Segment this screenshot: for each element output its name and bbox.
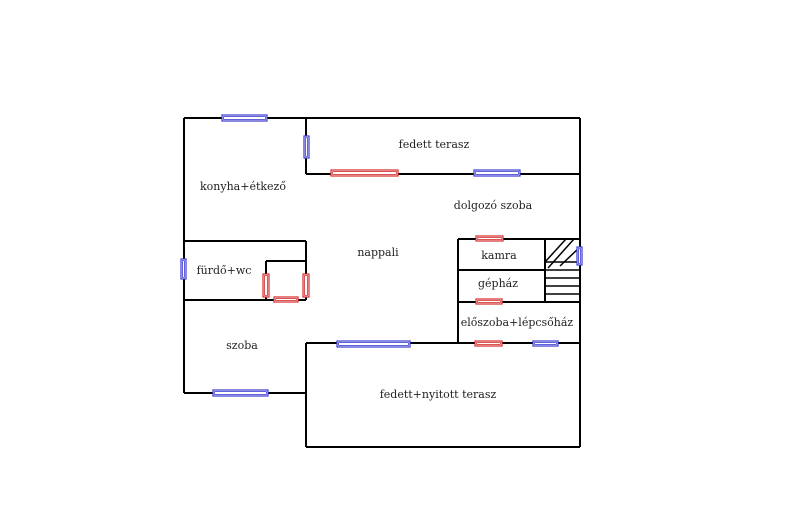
window-icon-fill (533, 341, 558, 346)
door-icon-pane (332, 171, 397, 175)
door-icon-pane (477, 237, 502, 240)
windows (180, 114, 583, 397)
window-icon-6 (532, 340, 559, 347)
window-icon-fill (474, 170, 520, 176)
room-label-konyha: konyha+étkező (200, 180, 286, 193)
window-icon-1 (221, 114, 268, 122)
window-icon-7 (212, 389, 269, 397)
door-icon-frame (475, 235, 504, 242)
room-label-fedett-terasz: fedett terasz (399, 138, 470, 151)
window-icon-frame (532, 340, 559, 347)
door-icon-frame (474, 340, 503, 347)
window-icon-frame (212, 389, 269, 397)
door-icon-4 (302, 273, 310, 298)
window-icon-pane (475, 171, 519, 175)
window-icon-frame (221, 114, 268, 122)
window-icon-pane (578, 248, 581, 264)
door-icon-7 (474, 340, 503, 347)
window-icon-frame (473, 169, 521, 177)
room-label-dolgozo: dolgozó szoba (454, 199, 533, 212)
door-icon-fill (303, 274, 309, 297)
door-icon-fill (331, 170, 398, 176)
door-icon-pane (264, 275, 268, 296)
window-icon-frame (336, 340, 411, 348)
window-icon-fill (337, 341, 410, 347)
window-icon-frame (303, 135, 310, 159)
door-icon-pane (477, 300, 501, 303)
window-icon-fill (304, 136, 309, 158)
window-icon-pane (534, 342, 557, 345)
room-label-szoba: szoba (226, 339, 258, 352)
door-icon-fill (476, 299, 502, 304)
room-label-kamra: kamra (481, 249, 517, 262)
window-icon-8 (576, 246, 583, 266)
door-icon-frame (262, 273, 270, 298)
door-icon-pane (275, 298, 297, 301)
window-icon-pane (182, 260, 185, 278)
window-icon-fill (222, 115, 267, 121)
window-icon-frame (576, 246, 583, 266)
door-icon-6 (475, 298, 503, 305)
door-icon-frame (302, 273, 310, 298)
door-icon-frame (475, 298, 503, 305)
door-icon-1 (330, 169, 399, 177)
room-label-nappali: nappali (357, 246, 399, 259)
doors (262, 169, 504, 347)
room-label-eloszoba: előszoba+lépcsőház (461, 316, 574, 329)
room-label-furdo: fürdő+wc (197, 264, 252, 277)
staircase (544, 238, 581, 295)
window-icon-frame (180, 258, 187, 280)
window-icon-fill (181, 259, 186, 279)
door-icon-fill (475, 341, 502, 346)
room-label-gephaz: gépház (478, 277, 518, 290)
window-icon-fill (213, 390, 268, 396)
window-icon-pane (338, 342, 409, 346)
door-icon-fill (263, 274, 269, 297)
door-icon-frame (273, 296, 299, 303)
door-icon-2 (475, 235, 504, 242)
window-icon-fill (577, 247, 582, 265)
door-icon-fill (274, 297, 298, 302)
window-icon-pane (214, 391, 267, 395)
door-icon-3 (262, 273, 270, 298)
door-icon-fill (476, 236, 503, 241)
door-icon-5 (273, 296, 299, 303)
door-icon-frame (330, 169, 399, 177)
window-icon-5 (336, 340, 411, 348)
door-icon-pane (476, 342, 501, 345)
window-icon-pane (223, 116, 266, 120)
window-icon-3 (473, 169, 521, 177)
window-icon-2 (303, 135, 310, 159)
window-icon-pane (305, 137, 308, 157)
window-icon-4 (180, 258, 187, 280)
door-icon-pane (304, 275, 308, 296)
room-labels: fedett terasz konyha+étkező dolgozó szob… (197, 138, 574, 401)
room-label-nyitott-terasz: fedett+nyitott terasz (380, 388, 497, 401)
